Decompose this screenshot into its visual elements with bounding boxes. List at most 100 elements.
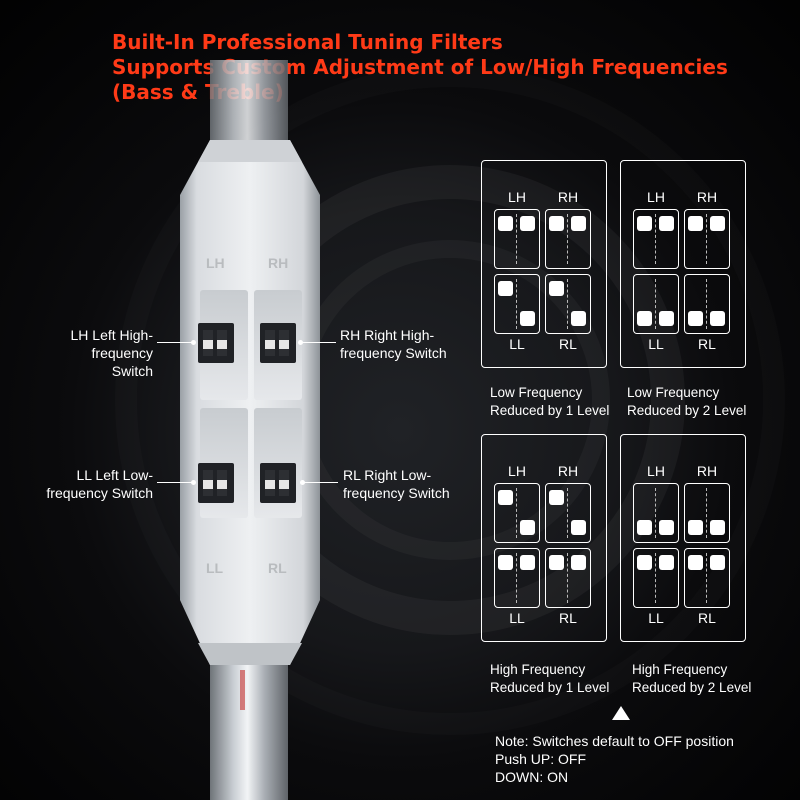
module-body — [180, 140, 320, 665]
panel-label-rl: RL — [698, 336, 716, 352]
switch-knob-left-down — [688, 311, 703, 326]
cable-bottom — [210, 650, 288, 800]
panel-label-rh: RH — [557, 189, 579, 205]
panel-label-ll: LL — [648, 610, 664, 626]
callout-ll-line-1: LL Left Low- — [76, 467, 153, 483]
panel-label-rl: RL — [559, 610, 577, 626]
callout-rl: RL Right Low- frequency Switch — [343, 466, 450, 502]
callout-ll-pointer — [157, 482, 193, 483]
switch-panel-1: LH RH LL RL — [481, 160, 607, 368]
switch-divider — [567, 553, 568, 603]
switch-knob-left-down — [637, 311, 652, 326]
switch-knob-left-up — [549, 490, 564, 505]
switch-divider — [655, 488, 656, 538]
switch-divider — [655, 279, 656, 329]
caption-panel-1-line-2: Reduced by 1 Level — [490, 403, 610, 418]
switch-knob-right-down — [659, 311, 674, 326]
switch-knob-right-up — [520, 555, 535, 570]
panel-label-lh: LH — [508, 463, 526, 479]
switch-knob-left-up — [637, 555, 652, 570]
cable-wire-stripe — [240, 670, 245, 710]
callout-lh-dot — [191, 340, 196, 345]
switch-divider — [567, 279, 568, 329]
switch-knob-right-up — [659, 216, 674, 231]
switch-knob-left-up — [637, 216, 652, 231]
module-label-ll: LL — [206, 560, 224, 576]
switch-divider — [706, 214, 707, 264]
panel-switch-rl — [545, 274, 591, 334]
panel-switch-rl — [684, 548, 730, 608]
switch-knob-right-up — [710, 555, 725, 570]
callout-rl-line-2: frequency Switch — [343, 485, 450, 501]
switch-knob-right-up — [659, 555, 674, 570]
switch-knob-left-up — [498, 281, 513, 296]
panel-switch-lh — [633, 483, 679, 543]
panel-switch-rh — [545, 209, 591, 269]
module-switch-rh[interactable] — [260, 323, 296, 363]
switch-divider — [706, 553, 707, 603]
caption-panel-4: High Frequency Reduced by 2 Level — [632, 661, 751, 697]
switch-knob-right-down — [710, 520, 725, 535]
panel-switch-rh — [684, 209, 730, 269]
headline-line-3: (Bass & Treble) — [112, 80, 284, 104]
switch-knob-right-down — [659, 520, 674, 535]
callout-lh-line-2: frequency Switch — [91, 345, 153, 379]
switch-divider — [516, 488, 517, 538]
caption-panel-2-line-2: Reduced by 2 Level — [627, 403, 747, 418]
callout-ll-line-2: frequency Switch — [46, 485, 153, 501]
switch-divider — [706, 488, 707, 538]
switch-divider — [516, 279, 517, 329]
note-line-1: Note: Switches default to OFF position — [495, 733, 734, 749]
switch-knob-left-up — [549, 281, 564, 296]
module-switch-ll[interactable] — [198, 463, 234, 503]
panel-switch-rl — [545, 548, 591, 608]
callout-rl-pointer — [302, 482, 338, 483]
panel-label-rh: RH — [696, 189, 718, 205]
panel-switch-ll — [494, 548, 540, 608]
module-label-lh: LH — [206, 255, 225, 271]
switch-divider — [706, 279, 707, 329]
panel-label-rl: RL — [559, 336, 577, 352]
caption-panel-2-line-1: Low Frequency — [627, 385, 720, 400]
panel-switch-lh — [494, 483, 540, 543]
panel-switch-rh — [545, 483, 591, 543]
switch-divider — [655, 553, 656, 603]
panel-switch-lh — [633, 209, 679, 269]
switch-knob-right-down — [520, 520, 535, 535]
switch-knob-right-up — [520, 216, 535, 231]
switch-divider — [655, 214, 656, 264]
panel-label-lh: LH — [508, 189, 526, 205]
switch-divider — [516, 214, 517, 264]
switch-knob-left-up — [498, 216, 513, 231]
switch-knob-left-down — [688, 520, 703, 535]
panel-label-ll: LL — [509, 610, 525, 626]
module-switch-rl[interactable] — [260, 463, 296, 503]
panel-switch-ll — [633, 548, 679, 608]
module-label-rh: RH — [268, 255, 289, 271]
panel-label-rh: RH — [696, 463, 718, 479]
caption-panel-1: Low Frequency Reduced by 1 Level — [490, 384, 609, 420]
headline: Built-In Professional Tuning Filters Sup… — [112, 30, 728, 105]
up-arrow-icon — [612, 706, 630, 720]
panel-label-lh: LH — [647, 189, 665, 205]
panel-label-ll: LL — [509, 336, 525, 352]
note-line-3: DOWN: ON — [495, 769, 569, 785]
panel-label-rh: RH — [557, 463, 579, 479]
panel-switch-ll — [494, 274, 540, 334]
note-line-2: Push UP: OFF — [495, 751, 587, 767]
switch-knob-left-up — [549, 216, 564, 231]
module-switch-lh[interactable] — [198, 323, 234, 363]
callout-lh-pointer — [157, 342, 193, 343]
callout-rh-line-1: RH Right High- — [340, 327, 435, 343]
callout-rl-line-1: RL Right Low- — [343, 467, 432, 483]
panel-switch-ll — [633, 274, 679, 334]
caption-panel-2: Low Frequency Reduced by 2 Level — [627, 384, 746, 420]
note: Note: Switches default to OFF position P… — [495, 732, 734, 786]
switch-knob-right-down — [710, 311, 725, 326]
callout-rl-dot — [300, 480, 305, 485]
caption-panel-4-line-2: Reduced by 2 Level — [632, 680, 752, 695]
callout-ll-dot — [191, 480, 196, 485]
switch-knob-right-down — [571, 520, 586, 535]
switch-knob-left-up — [498, 490, 513, 505]
